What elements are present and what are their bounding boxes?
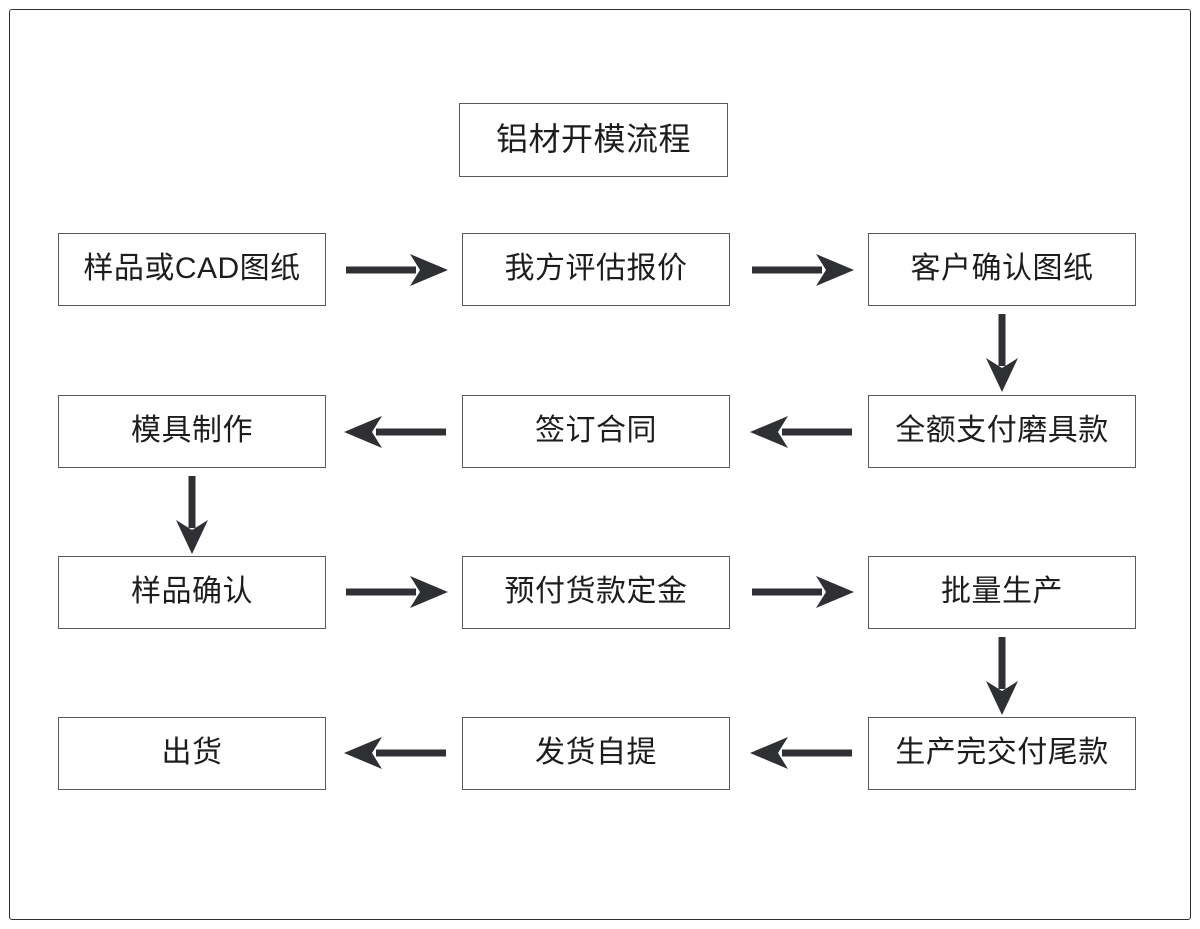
node-label: 发货自提 xyxy=(535,735,657,769)
arrow-right-icon xyxy=(750,252,854,288)
arrow-left-icon xyxy=(750,414,854,450)
node-label: 客户确认图纸 xyxy=(910,251,1094,285)
node-mass-production[interactable]: 批量生产 xyxy=(868,556,1136,629)
arrow-down-icon xyxy=(984,312,1020,392)
node-shipment[interactable]: 出货 xyxy=(58,717,326,790)
arrow-down-icon xyxy=(174,474,210,554)
node-full-mold-payment[interactable]: 全额支付磨具款 xyxy=(868,395,1136,468)
node-label: 生产完交付尾款 xyxy=(895,735,1109,769)
diagram-title-label: 铝材开模流程 xyxy=(495,121,691,157)
node-sample-or-cad-drawing[interactable]: 样品或CAD图纸 xyxy=(58,233,326,306)
node-label: 全额支付磨具款 xyxy=(895,413,1109,447)
node-label: 出货 xyxy=(161,735,223,769)
node-label: 批量生产 xyxy=(941,574,1063,608)
node-sample-confirmation[interactable]: 样品确认 xyxy=(58,556,326,629)
node-delivery-or-pickup[interactable]: 发货自提 xyxy=(462,717,730,790)
arrow-right-icon xyxy=(344,574,448,610)
arrow-right-icon xyxy=(750,574,854,610)
node-prepay-deposit[interactable]: 预付货款定金 xyxy=(462,556,730,629)
node-our-evaluation-quote[interactable]: 我方评估报价 xyxy=(462,233,730,306)
arrow-left-icon xyxy=(344,414,448,450)
node-label: 样品确认 xyxy=(131,574,253,608)
arrow-left-icon xyxy=(750,735,854,771)
node-mold-manufacturing[interactable]: 模具制作 xyxy=(58,395,326,468)
node-label: 签订合同 xyxy=(535,413,657,447)
node-customer-confirms-drawing[interactable]: 客户确认图纸 xyxy=(868,233,1136,306)
diagram-title-box: 铝材开模流程 xyxy=(459,103,728,177)
node-label: 预付货款定金 xyxy=(504,574,688,608)
arrow-down-icon xyxy=(984,635,1020,715)
arrow-right-icon xyxy=(344,252,448,288)
node-sign-contract[interactable]: 签订合同 xyxy=(462,395,730,468)
node-label: 样品或CAD图纸 xyxy=(83,251,301,285)
arrow-left-icon xyxy=(344,735,448,771)
node-label: 我方评估报价 xyxy=(504,251,688,285)
node-label: 模具制作 xyxy=(131,413,253,447)
node-final-payment-after-production[interactable]: 生产完交付尾款 xyxy=(868,717,1136,790)
